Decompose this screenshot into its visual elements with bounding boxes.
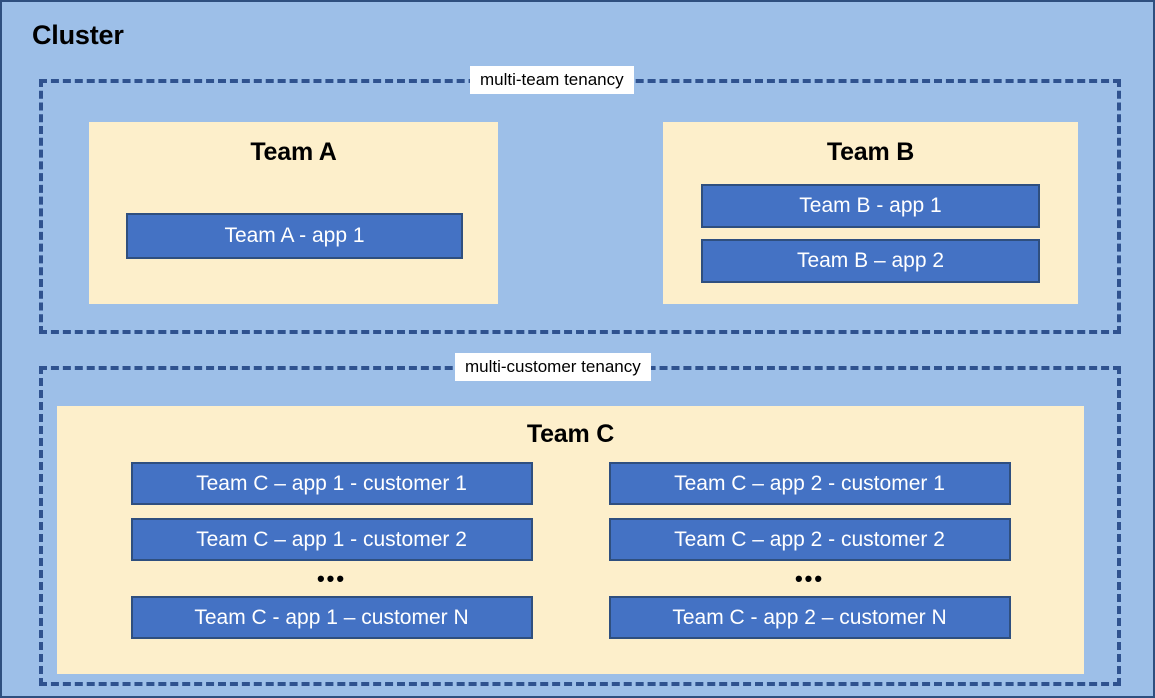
multi-team-tenancy-zone: Team A Team A - app 1 Team B Team B - ap… — [39, 79, 1121, 334]
app-box-team-b-app-1[interactable]: Team B - app 1 — [701, 184, 1040, 228]
app-box-team-a-app-1[interactable]: Team A - app 1 — [126, 213, 463, 259]
team-c-app-1-column: Team C – app 1 - customer 1 Team C – app… — [130, 462, 533, 639]
team-a-heading: Team A — [250, 138, 337, 166]
app-box-team-c-app-1-customer-n[interactable]: Team C - app 1 – customer N — [130, 596, 533, 639]
team-c-app-2-ellipsis: ••• — [794, 566, 825, 591]
cluster-title: Cluster — [32, 20, 124, 50]
app-box-team-c-app-2-customer-n[interactable]: Team C - app 2 – customer N — [608, 596, 1011, 639]
multi-customer-tenancy-zone: Team C Team C – app 1 - customer 1 Team … — [39, 366, 1121, 686]
app-box-team-c-app-2-customer-2[interactable]: Team C – app 2 - customer 2 — [608, 518, 1011, 561]
team-a-panel: Team A Team A - app 1 — [89, 122, 498, 304]
team-b-panel: Team B Team B - app 1 Team B – app 2 — [663, 122, 1078, 304]
team-c-app-2-column: Team C – app 2 - customer 1 Team C – app… — [608, 462, 1011, 639]
multi-team-tenancy-label: multi-team tenancy — [470, 66, 634, 94]
app-box-team-c-app-1-customer-1[interactable]: Team C – app 1 - customer 1 — [130, 462, 533, 505]
app-box-team-c-app-1-customer-2[interactable]: Team C – app 1 - customer 2 — [130, 518, 533, 561]
team-b-heading: Team B — [826, 138, 915, 166]
team-b-app-list: Team B - app 1 Team B – app 2 — [701, 184, 1040, 283]
team-c-heading: Team C — [526, 420, 615, 448]
team-c-panel: Team C Team C – app 1 - customer 1 Team … — [57, 406, 1084, 674]
team-a-app-list: Team A - app 1 — [126, 213, 463, 259]
team-c-columns: Team C – app 1 - customer 1 Team C – app… — [57, 462, 1084, 639]
team-c-app-1-ellipsis: ••• — [316, 566, 347, 591]
app-box-team-b-app-2[interactable]: Team B – app 2 — [701, 239, 1040, 283]
app-box-team-c-app-2-customer-1[interactable]: Team C – app 2 - customer 1 — [608, 462, 1011, 505]
multi-customer-tenancy-label: multi-customer tenancy — [455, 353, 651, 381]
